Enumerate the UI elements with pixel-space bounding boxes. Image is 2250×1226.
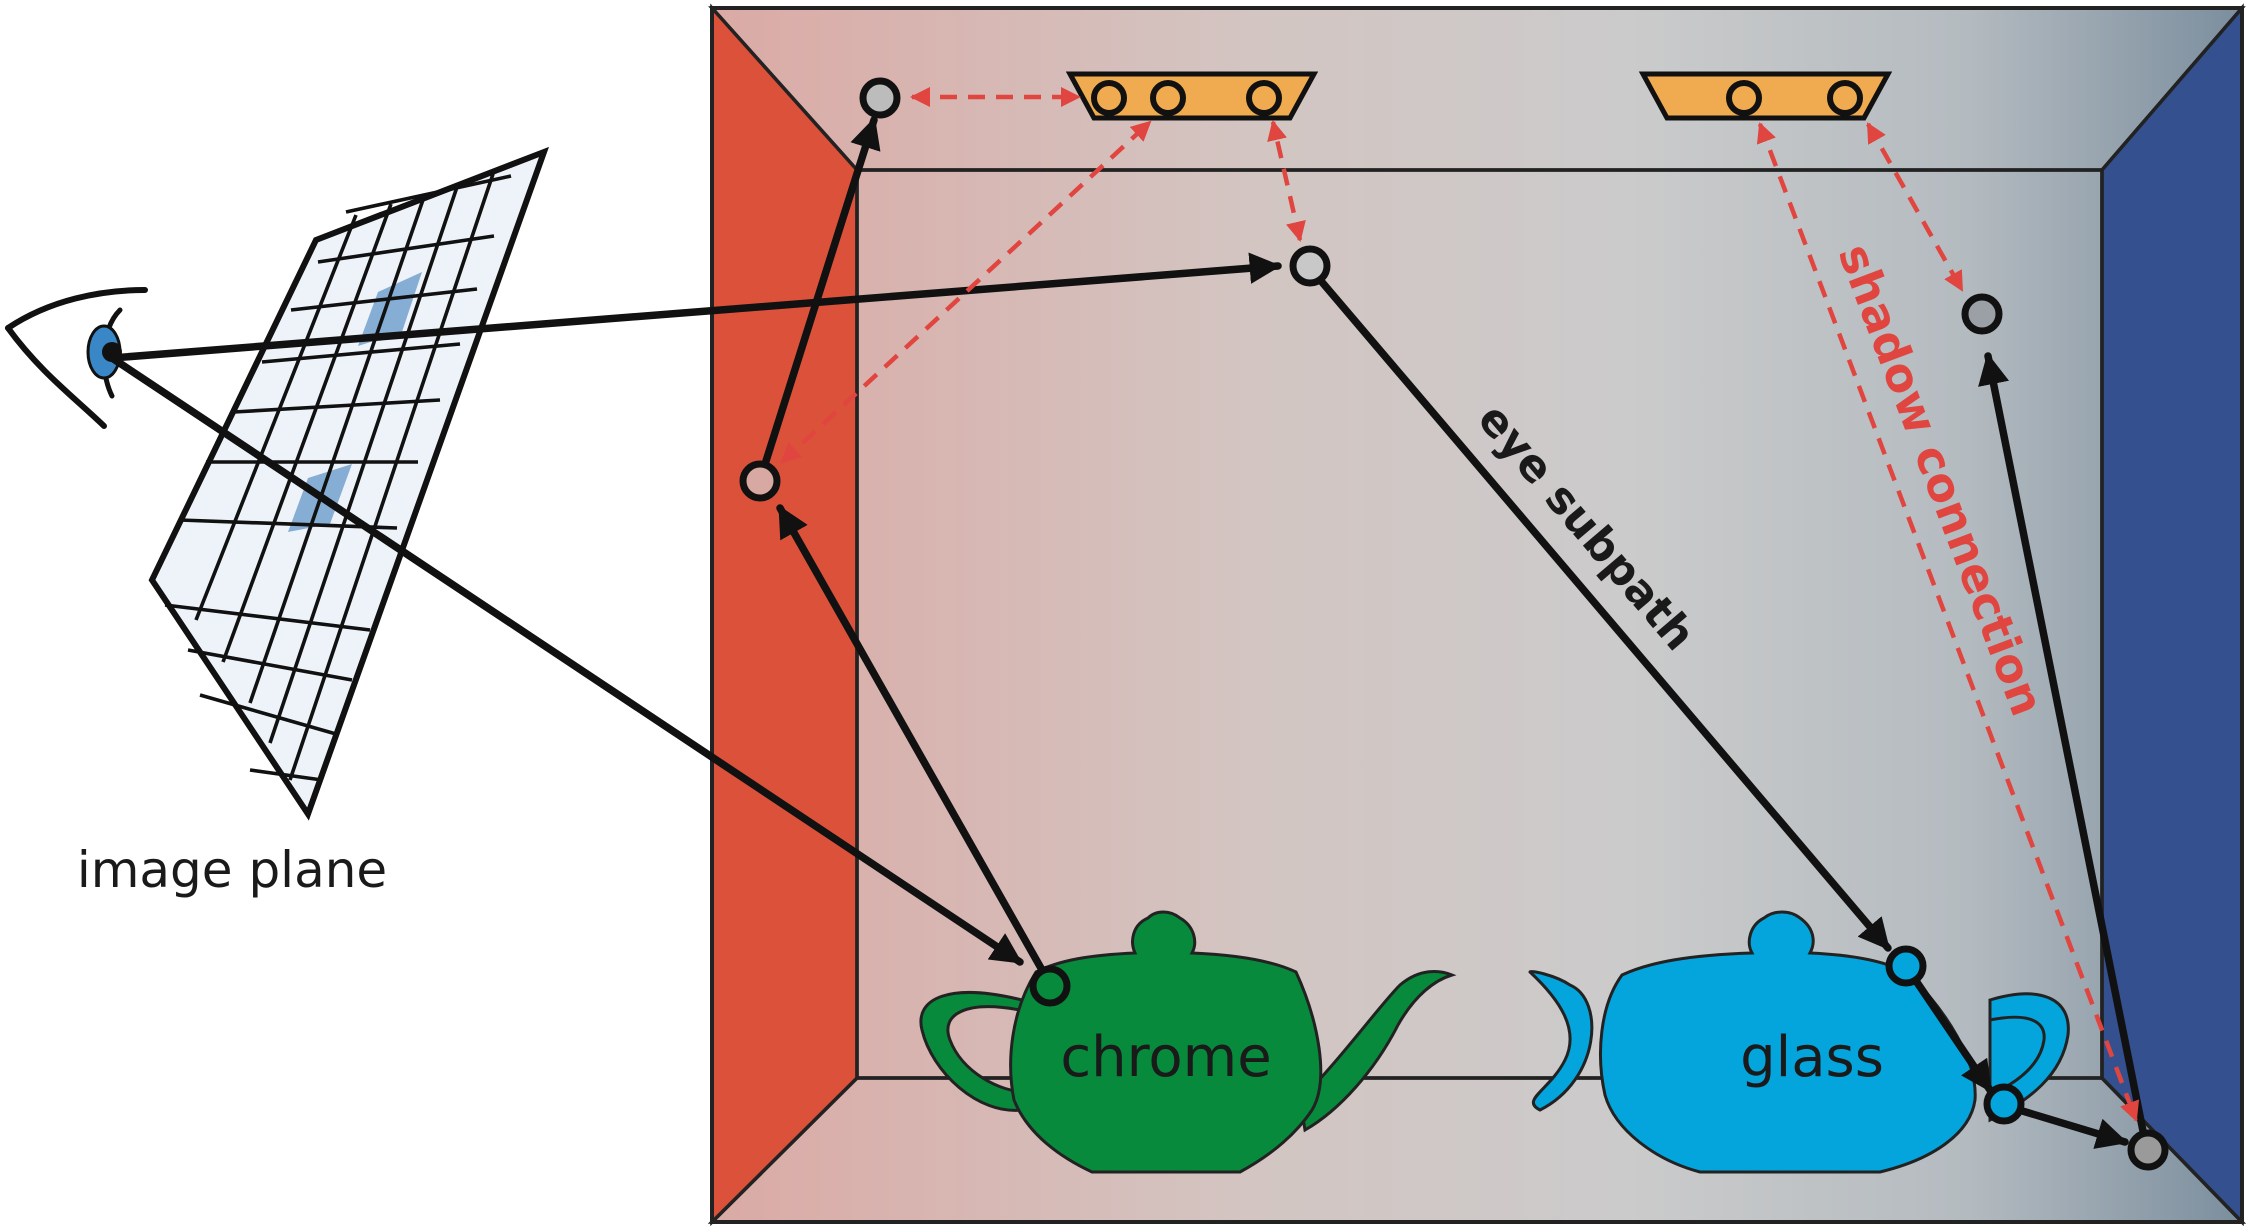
chrome-label: chrome [1060,1025,1271,1090]
vertex-glass-exit [1983,1083,2025,1125]
image-plane-label: image plane [77,841,387,899]
highlighted-pixel-top [358,272,422,346]
left-wall [710,3,859,1226]
vertex-back-wall [1289,245,1331,287]
vertex-left-wall [739,460,781,502]
vertex-chrome [1029,965,1071,1007]
chrome-to-wall-ray [776,504,1054,988]
eye-icon [5,287,148,429]
vertex-right-back [1961,293,2003,335]
area-light-left-icon [1065,71,1319,121]
chrome-teapot-icon [919,910,1457,1174]
area-light-right-icon [1638,71,1893,121]
image-plane-surface [148,146,550,821]
shadow-connections [780,86,2140,1122]
camera-ray-bottom [108,354,1024,966]
glass-label: glass [1740,1025,1884,1090]
image-plane [148,146,550,821]
ceiling [708,6,2246,172]
vertex-glass-entry [1885,945,1927,987]
vertex-ceiling [859,77,901,119]
shadow-ray-back [1267,120,1306,242]
path-vertices [739,77,2169,1171]
shadow-ray-right [1866,122,1964,292]
room-frame [710,6,2244,1224]
vertex-floor [2127,1129,2169,1171]
shadow-ray-floor [1756,122,2140,1122]
